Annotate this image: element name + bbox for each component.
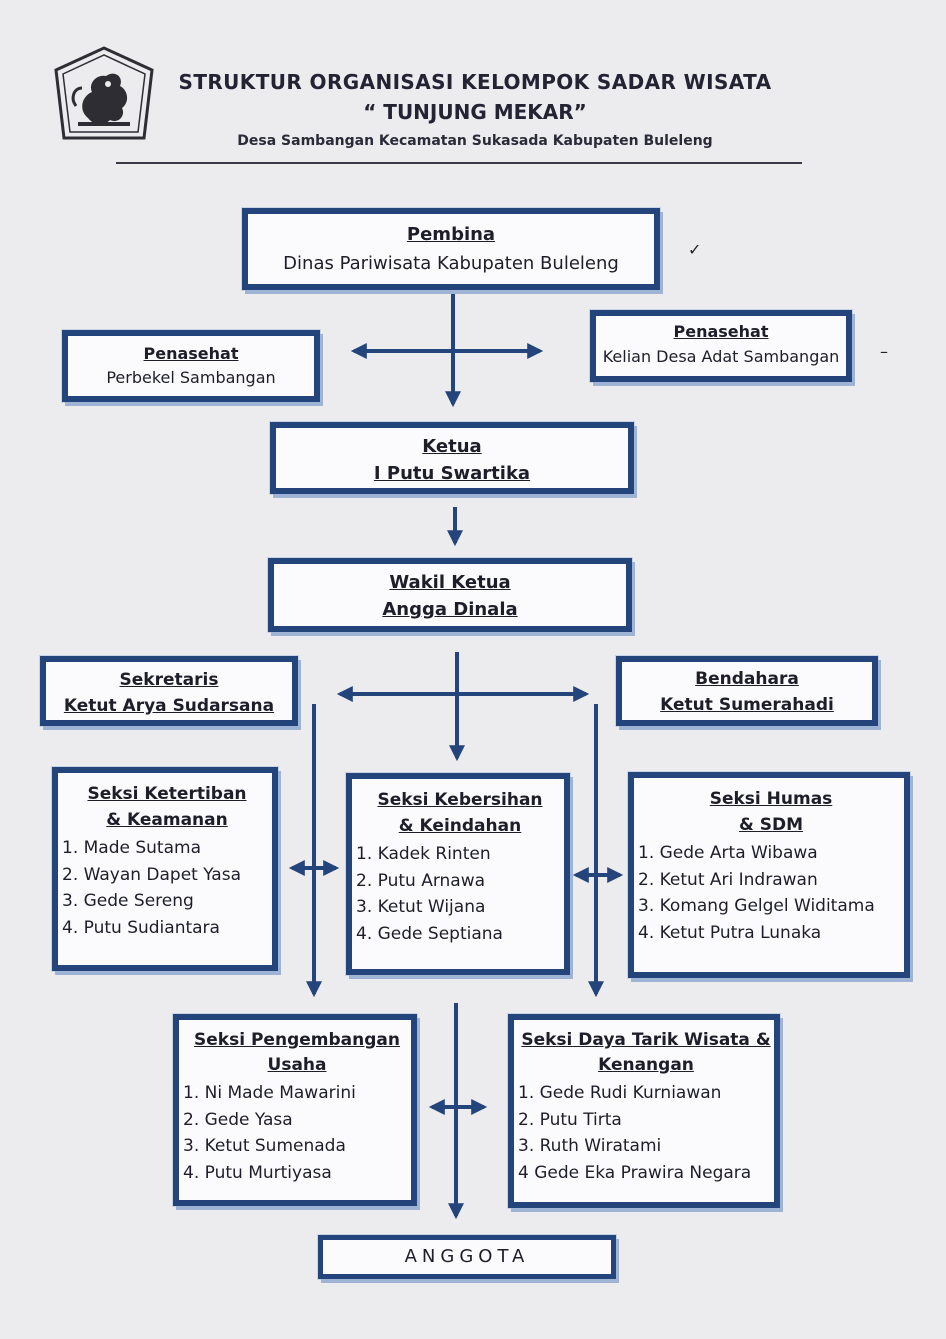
buleleng-regency-crest-icon bbox=[54, 46, 154, 140]
ketua-role: Ketua bbox=[422, 436, 482, 457]
pembina-role: Pembina bbox=[406, 224, 496, 245]
chart-title-name: “ TUNJUNG MEKAR” bbox=[363, 100, 587, 124]
penasehat-right-box: Penasehat Kelian Desa Adat Sambangan bbox=[590, 310, 852, 382]
seksi-pengembangan-title-2: Usaha bbox=[267, 1055, 327, 1075]
seksi-daya-tarik-title-2: Kenangan bbox=[598, 1055, 694, 1075]
bendahara-box: Bendahara Ketut Sumerahadi bbox=[616, 656, 878, 726]
member-item: 1. Gede Arta Wibawa bbox=[638, 843, 818, 863]
anggota-box: ANGGOTA bbox=[318, 1235, 616, 1279]
seksi-daya-tarik-members: 1. Gede Rudi Kurniawan 2. Putu Tirta 3. … bbox=[518, 1080, 774, 1186]
seksi-daya-tarik-box: Seksi Daya Tarik Wisata & Kenangan 1. Ge… bbox=[508, 1014, 780, 1208]
seksi-humas-title-2: & SDM bbox=[738, 815, 803, 835]
wakil-ketua-role: Wakil Ketua bbox=[389, 572, 511, 593]
wakil-ketua-name: Angga Dinala bbox=[382, 599, 518, 620]
member-item: 3. Ketut Sumenada bbox=[183, 1136, 346, 1156]
seksi-pengembangan-title: Seksi Pengembangan bbox=[194, 1030, 400, 1050]
pembina-name: Dinas Pariwisata Kabupaten Buleleng bbox=[283, 253, 619, 274]
seksi-pengembangan-box: Seksi Pengembangan Usaha 1. Ni Made Mawa… bbox=[173, 1014, 417, 1206]
pen-dash-mark: – bbox=[880, 342, 888, 361]
member-item: 3. Ketut Wijana bbox=[356, 897, 486, 917]
seksi-pengembangan-members: 1. Ni Made Mawarini 2. Gede Yasa 3. Ketu… bbox=[183, 1080, 411, 1186]
member-item: 3. Komang Gelgel Widitama bbox=[638, 896, 875, 916]
member-item: 4 Gede Eka Prawira Negara bbox=[518, 1162, 752, 1183]
pembina-box: Pembina Dinas Pariwisata Kabupaten Bulel… bbox=[242, 208, 660, 290]
seksi-ketertiban-box: Seksi Ketertiban & Keamanan 1. Made Suta… bbox=[52, 767, 278, 971]
header-divider bbox=[116, 162, 802, 164]
member-item: 1. Made Sutama bbox=[62, 838, 201, 858]
member-item: 2. Putu Arnawa bbox=[356, 870, 486, 891]
member-item: 2. Gede Yasa bbox=[183, 1109, 293, 1130]
member-item: 3. Ruth Wiratami bbox=[518, 1136, 662, 1156]
member-item: 1. Kadek Rinten bbox=[356, 844, 491, 864]
penasehat-left-box: Penasehat Perbekel Sambangan bbox=[62, 330, 320, 402]
seksi-kebersihan-members: 1. Kadek Rinten 2. Putu Arnawa 3. Ketut … bbox=[356, 841, 564, 947]
penasehat-right-name: Kelian Desa Adat Sambangan bbox=[602, 347, 840, 366]
member-item: 3. Gede Sereng bbox=[62, 891, 194, 911]
penasehat-left-name: Perbekel Sambangan bbox=[106, 368, 276, 387]
penasehat-left-role: Penasehat bbox=[143, 344, 239, 363]
sekretaris-name: Ketut Arya Sudarsana bbox=[63, 696, 275, 716]
ketua-box: Ketua I Putu Swartika bbox=[270, 422, 634, 494]
sekretaris-box: Sekretaris Ketut Arya Sudarsana bbox=[40, 656, 298, 726]
sekretaris-role: Sekretaris bbox=[119, 670, 219, 690]
member-item: 4. Putu Murtiyasa bbox=[183, 1162, 332, 1183]
seksi-ketertiban-members: 1. Made Sutama 2. Wayan Dapet Yasa 3. Ge… bbox=[62, 835, 272, 941]
wakil-ketua-box: Wakil Ketua Angga Dinala bbox=[268, 558, 632, 632]
seksi-kebersihan-box: Seksi Kebersihan & Keindahan 1. Kadek Ri… bbox=[346, 773, 570, 975]
seksi-kebersihan-title: Seksi Kebersihan bbox=[377, 790, 543, 810]
bendahara-role: Bendahara bbox=[695, 669, 799, 689]
member-item: 2. Putu Tirta bbox=[518, 1109, 622, 1130]
seksi-ketertiban-title-2: & Keamanan bbox=[106, 810, 228, 830]
member-item: 4. Putu Sudiantara bbox=[62, 917, 220, 938]
member-item: 4. Gede Septiana bbox=[356, 923, 503, 944]
anggota-label: ANGGOTA bbox=[404, 1246, 530, 1267]
member-item: 1. Gede Rudi Kurniawan bbox=[518, 1083, 722, 1103]
member-item: 2. Ketut Ari Indrawan bbox=[638, 869, 818, 890]
seksi-daya-tarik-title: Seksi Daya Tarik Wisata & bbox=[521, 1030, 771, 1050]
chart-title: STRUKTUR ORGANISASI KELOMPOK SADAR WISAT… bbox=[178, 70, 772, 94]
seksi-kebersihan-title-2: & Keindahan bbox=[398, 816, 522, 836]
bendahara-name: Ketut Sumerahadi bbox=[660, 695, 834, 715]
chart-subtitle: Desa Sambangan Kecamatan Sukasada Kabupa… bbox=[237, 133, 713, 149]
ketua-name: I Putu Swartika bbox=[373, 463, 531, 484]
seksi-humas-title: Seksi Humas bbox=[709, 789, 833, 809]
member-item: 4. Ketut Putra Lunaka bbox=[638, 922, 822, 943]
seksi-humas-members: 1. Gede Arta Wibawa 2. Ketut Ari Indrawa… bbox=[638, 840, 904, 946]
seksi-ketertiban-title: Seksi Ketertiban bbox=[87, 784, 247, 804]
pen-tick-mark: ✓ bbox=[688, 240, 702, 259]
member-item: 1. Ni Made Mawarini bbox=[183, 1083, 356, 1103]
penasehat-right-role: Penasehat bbox=[673, 322, 769, 341]
seksi-humas-box: Seksi Humas & SDM 1. Gede Arta Wibawa 2.… bbox=[628, 772, 910, 978]
member-item: 2. Wayan Dapet Yasa bbox=[62, 864, 241, 885]
